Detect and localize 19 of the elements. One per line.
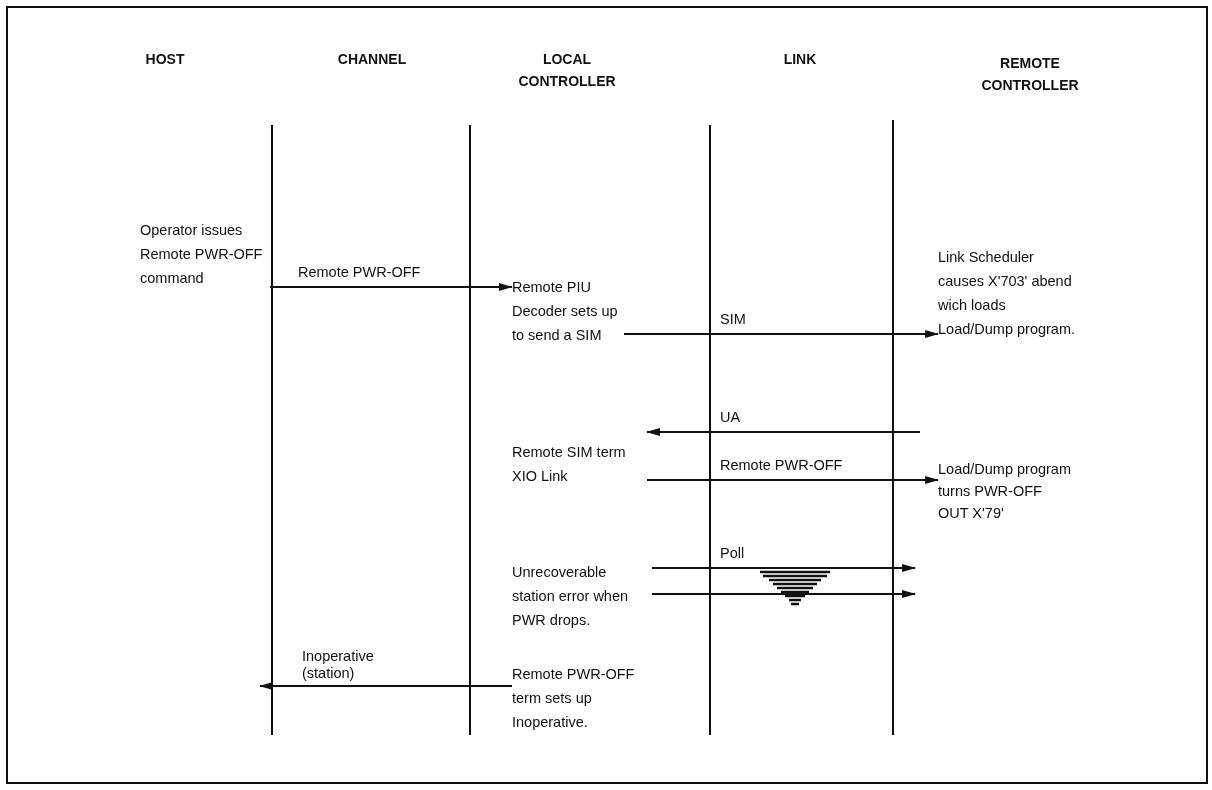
- arrow: [646, 428, 921, 436]
- note-text: Remote PWR-OFF term sets up Inoperative.: [512, 665, 636, 732]
- arrow: [651, 590, 916, 598]
- column-heading: CHANNEL: [336, 50, 408, 69]
- arrow: [259, 682, 513, 690]
- arrow: [651, 564, 916, 572]
- note-text: Remote PIU Decoder sets up to send a SIM: [512, 278, 619, 345]
- note-text: Load/Dump program turns PWR-OFF OUT X'79': [938, 460, 1072, 523]
- note-text: Link Scheduler causes X'703' abend wich loads Load/Dump program.: [938, 248, 1076, 339]
- column-heading: LINK: [782, 50, 818, 69]
- column-heading: HOST: [144, 50, 186, 69]
- column-heading: LOCAL CONTROLLER: [517, 50, 617, 91]
- arrow: [269, 283, 513, 291]
- arrow: [646, 476, 939, 484]
- column-heading: REMOTE CONTROLLER: [980, 54, 1080, 95]
- note-text: Operator issues Remote PWR-OFF command: [140, 221, 264, 288]
- note-text: Remote SIM term XIO Link: [512, 443, 627, 486]
- arrow: [623, 330, 939, 338]
- note-text: Unrecoverable station error when PWR drops.: [512, 563, 630, 630]
